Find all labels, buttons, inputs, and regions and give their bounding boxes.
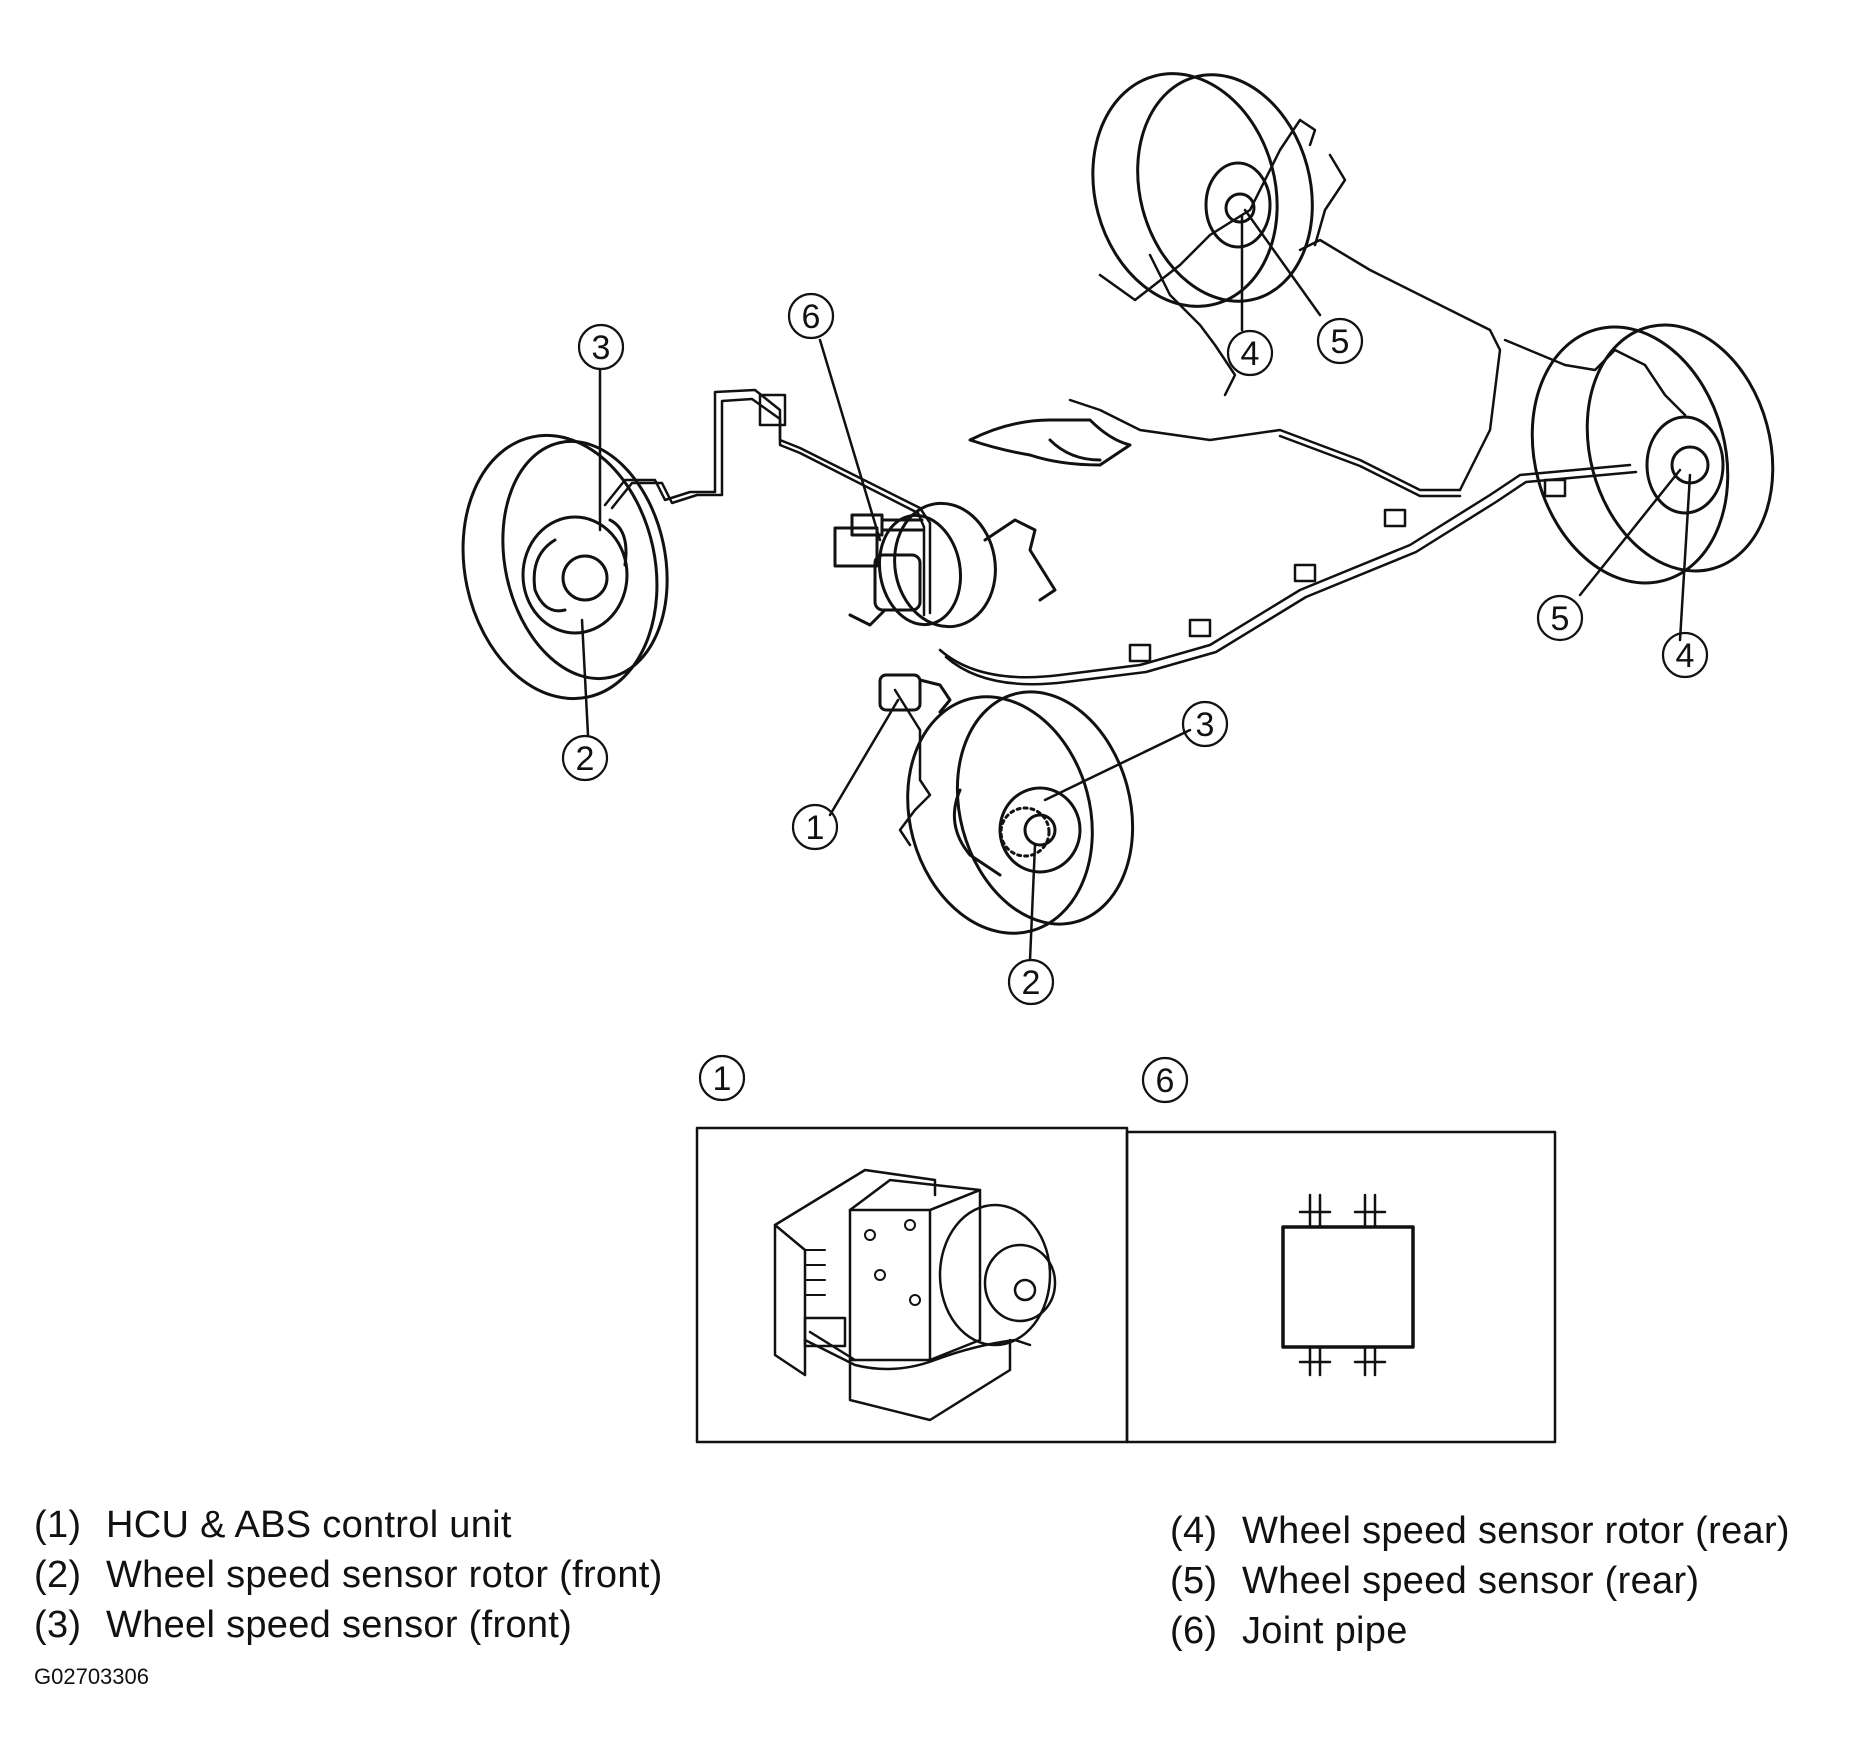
legend-text: Joint pipe [1242, 1610, 1408, 1652]
legend-text: Wheel speed sensor (front) [106, 1604, 573, 1646]
legend-item-4: (4) Wheel speed sensor rotor (rear) [1170, 1506, 1790, 1556]
rear-right-wheel [1530, 323, 1775, 585]
legend-item-6: (6) Joint pipe [1170, 1606, 1790, 1656]
callout-circles [561, 292, 1709, 1104]
line-clips [758, 393, 1567, 663]
callout-6-inset: 6 [1156, 1062, 1175, 1100]
legend-number: (4) [1170, 1510, 1218, 1552]
callout-3-front-left: 3 [592, 329, 611, 367]
legend-item-5: (5) Wheel speed sensor (rear) [1170, 1556, 1790, 1606]
legend-text: Wheel speed sensor rotor (front) [106, 1554, 663, 1596]
legend-right: (4) Wheel speed sensor rotor (rear) (5) Wh… [1170, 1506, 1790, 1656]
brake-lines [603, 118, 1687, 847]
callout-2-front-right: 2 [1022, 964, 1041, 1002]
parking-brake-assembly [968, 418, 1132, 467]
legend-text: HCU & ABS control unit [106, 1504, 512, 1546]
callout-1-main: 1 [806, 809, 825, 847]
hcu-unit-small [878, 673, 952, 714]
leader-lines [580, 208, 1692, 962]
inset-boxes [695, 1126, 1557, 1444]
legend-number: (2) [34, 1554, 82, 1596]
joint-pipe-small [850, 513, 924, 537]
callout-2-front-left: 2 [576, 740, 595, 778]
front-left-wheel [461, 433, 669, 701]
callout-5-rear-left: 5 [1331, 323, 1350, 361]
rear-left-wheel [1091, 72, 1314, 308]
callout-1-inset: 1 [713, 1060, 732, 1098]
callout-4-rear-right: 4 [1676, 637, 1695, 675]
legend-item-1: (1) HCU & ABS control unit [34, 1500, 663, 1550]
hcu-abs-unit-illustration [773, 1168, 1057, 1422]
legend-item-3: (3) Wheel speed sensor (front) [34, 1600, 663, 1650]
joint-pipe-illustration [1281, 1193, 1415, 1377]
front-right-wheel [906, 690, 1135, 935]
legend-number: (6) [1170, 1610, 1218, 1652]
legend-number: (3) [34, 1604, 82, 1646]
legend-item-2: (2) Wheel speed sensor rotor (front) [34, 1550, 663, 1600]
figure-id: G02703306 [34, 1664, 149, 1689]
legend-text: Wheel speed sensor rotor (rear) [1242, 1510, 1790, 1552]
callout-4-rear-left: 4 [1241, 335, 1260, 373]
brake-booster [833, 501, 1057, 629]
legend-number: (5) [1170, 1560, 1218, 1602]
callout-6-main: 6 [802, 298, 821, 336]
legend-number: (1) [34, 1504, 82, 1546]
legend-text: Wheel speed sensor (rear) [1242, 1560, 1700, 1602]
callout-3-front-right: 3 [1196, 706, 1215, 744]
legend-left: (1) HCU & ABS control unit (2) Wheel speed… [34, 1500, 663, 1650]
callout-5-rear-right: 5 [1551, 600, 1570, 638]
